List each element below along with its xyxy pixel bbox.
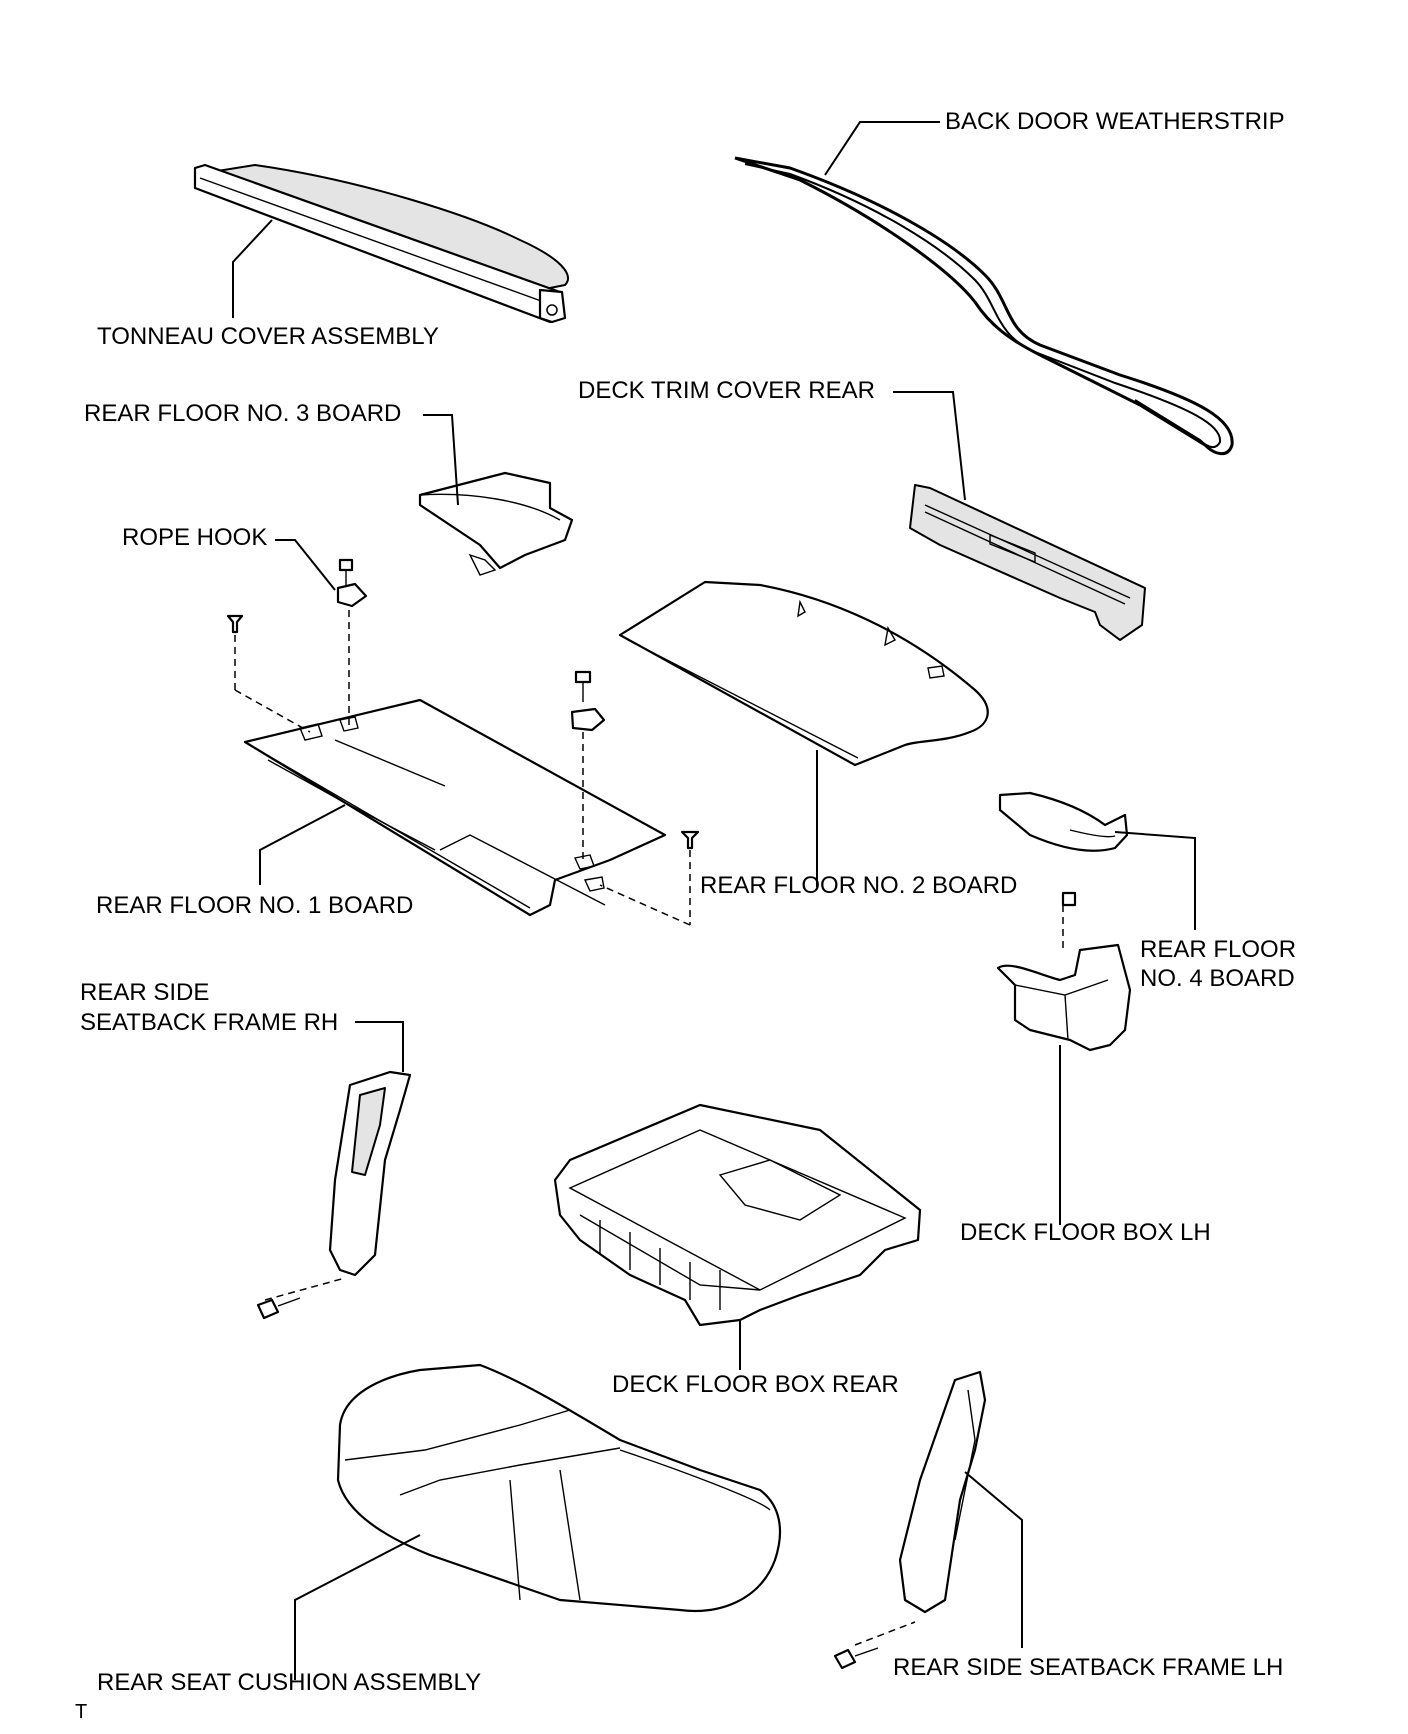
clip-left-part [226,614,244,634]
label-tonneau-cover-assembly: TONNEAU COVER ASSEMBLY [97,323,439,350]
label-deck-floor-box-lh: DECK FLOOR BOX LH [960,1219,1211,1246]
clip-right-part [680,830,700,850]
leader-lines [232,121,1196,1680]
label-deck-trim-cover-rear: DECK TRIM COVER REAR [578,377,875,404]
rear-floor-no3-board-part [418,471,574,576]
label-rear-side-seatback-frame-rh-line2: SEATBACK FRAME RH [80,1009,339,1036]
board-bolt-part [570,670,606,732]
label-rear-floor-no2-board: REAR FLOOR NO. 2 BOARD [700,872,1018,899]
tonneau-cover-assembly-part [193,163,569,324]
label-deck-floor-box-rear: DECK FLOOR BOX REAR [612,1371,899,1398]
back-door-weatherstrip-part [734,156,1234,456]
deck-trim-cover-rear-part [909,484,1146,641]
label-rear-floor-no4-board-line1: REAR FLOOR [1140,936,1297,963]
rear-floor-no2-board-part [618,580,989,767]
label-rear-side-seatback-frame-lh: REAR SIDE SEATBACK FRAME LH [893,1654,1284,1681]
label-rear-side-seatback-frame-rh-line1: REAR SIDE [80,979,210,1006]
label-rope-hook: ROPE HOOK [122,524,268,551]
rear-side-seatback-frame-rh-part [256,1070,412,1320]
label-rear-seat-cushion-assembly: REAR SEAT CUSHION ASSEMBLY [97,1669,482,1696]
deck-floor-box-lh-part [996,891,1132,1052]
installation-dashed-lines [234,610,1064,1646]
label-rear-floor-no3-board: REAR FLOOR NO. 3 BOARD [84,400,402,427]
label-back-door-weatherstrip: BACK DOOR WEATHERSTRIP [945,108,1285,135]
rear-floor-no4-board-part [998,791,1129,852]
rear-side-seatback-frame-lh-part [833,1370,987,1670]
corner-mark: T [75,1701,88,1723]
rear-floor-no1-board-part [243,698,667,917]
deck-floor-box-rear-part [553,1103,922,1327]
rope-hook-part [336,558,368,608]
label-rear-floor-no1-board: REAR FLOOR NO. 1 BOARD [96,892,414,919]
label-rear-floor-no4-board-line2: NO. 4 BOARD [1140,965,1295,992]
rear-seat-cushion-assembly-part [336,1363,782,1612]
